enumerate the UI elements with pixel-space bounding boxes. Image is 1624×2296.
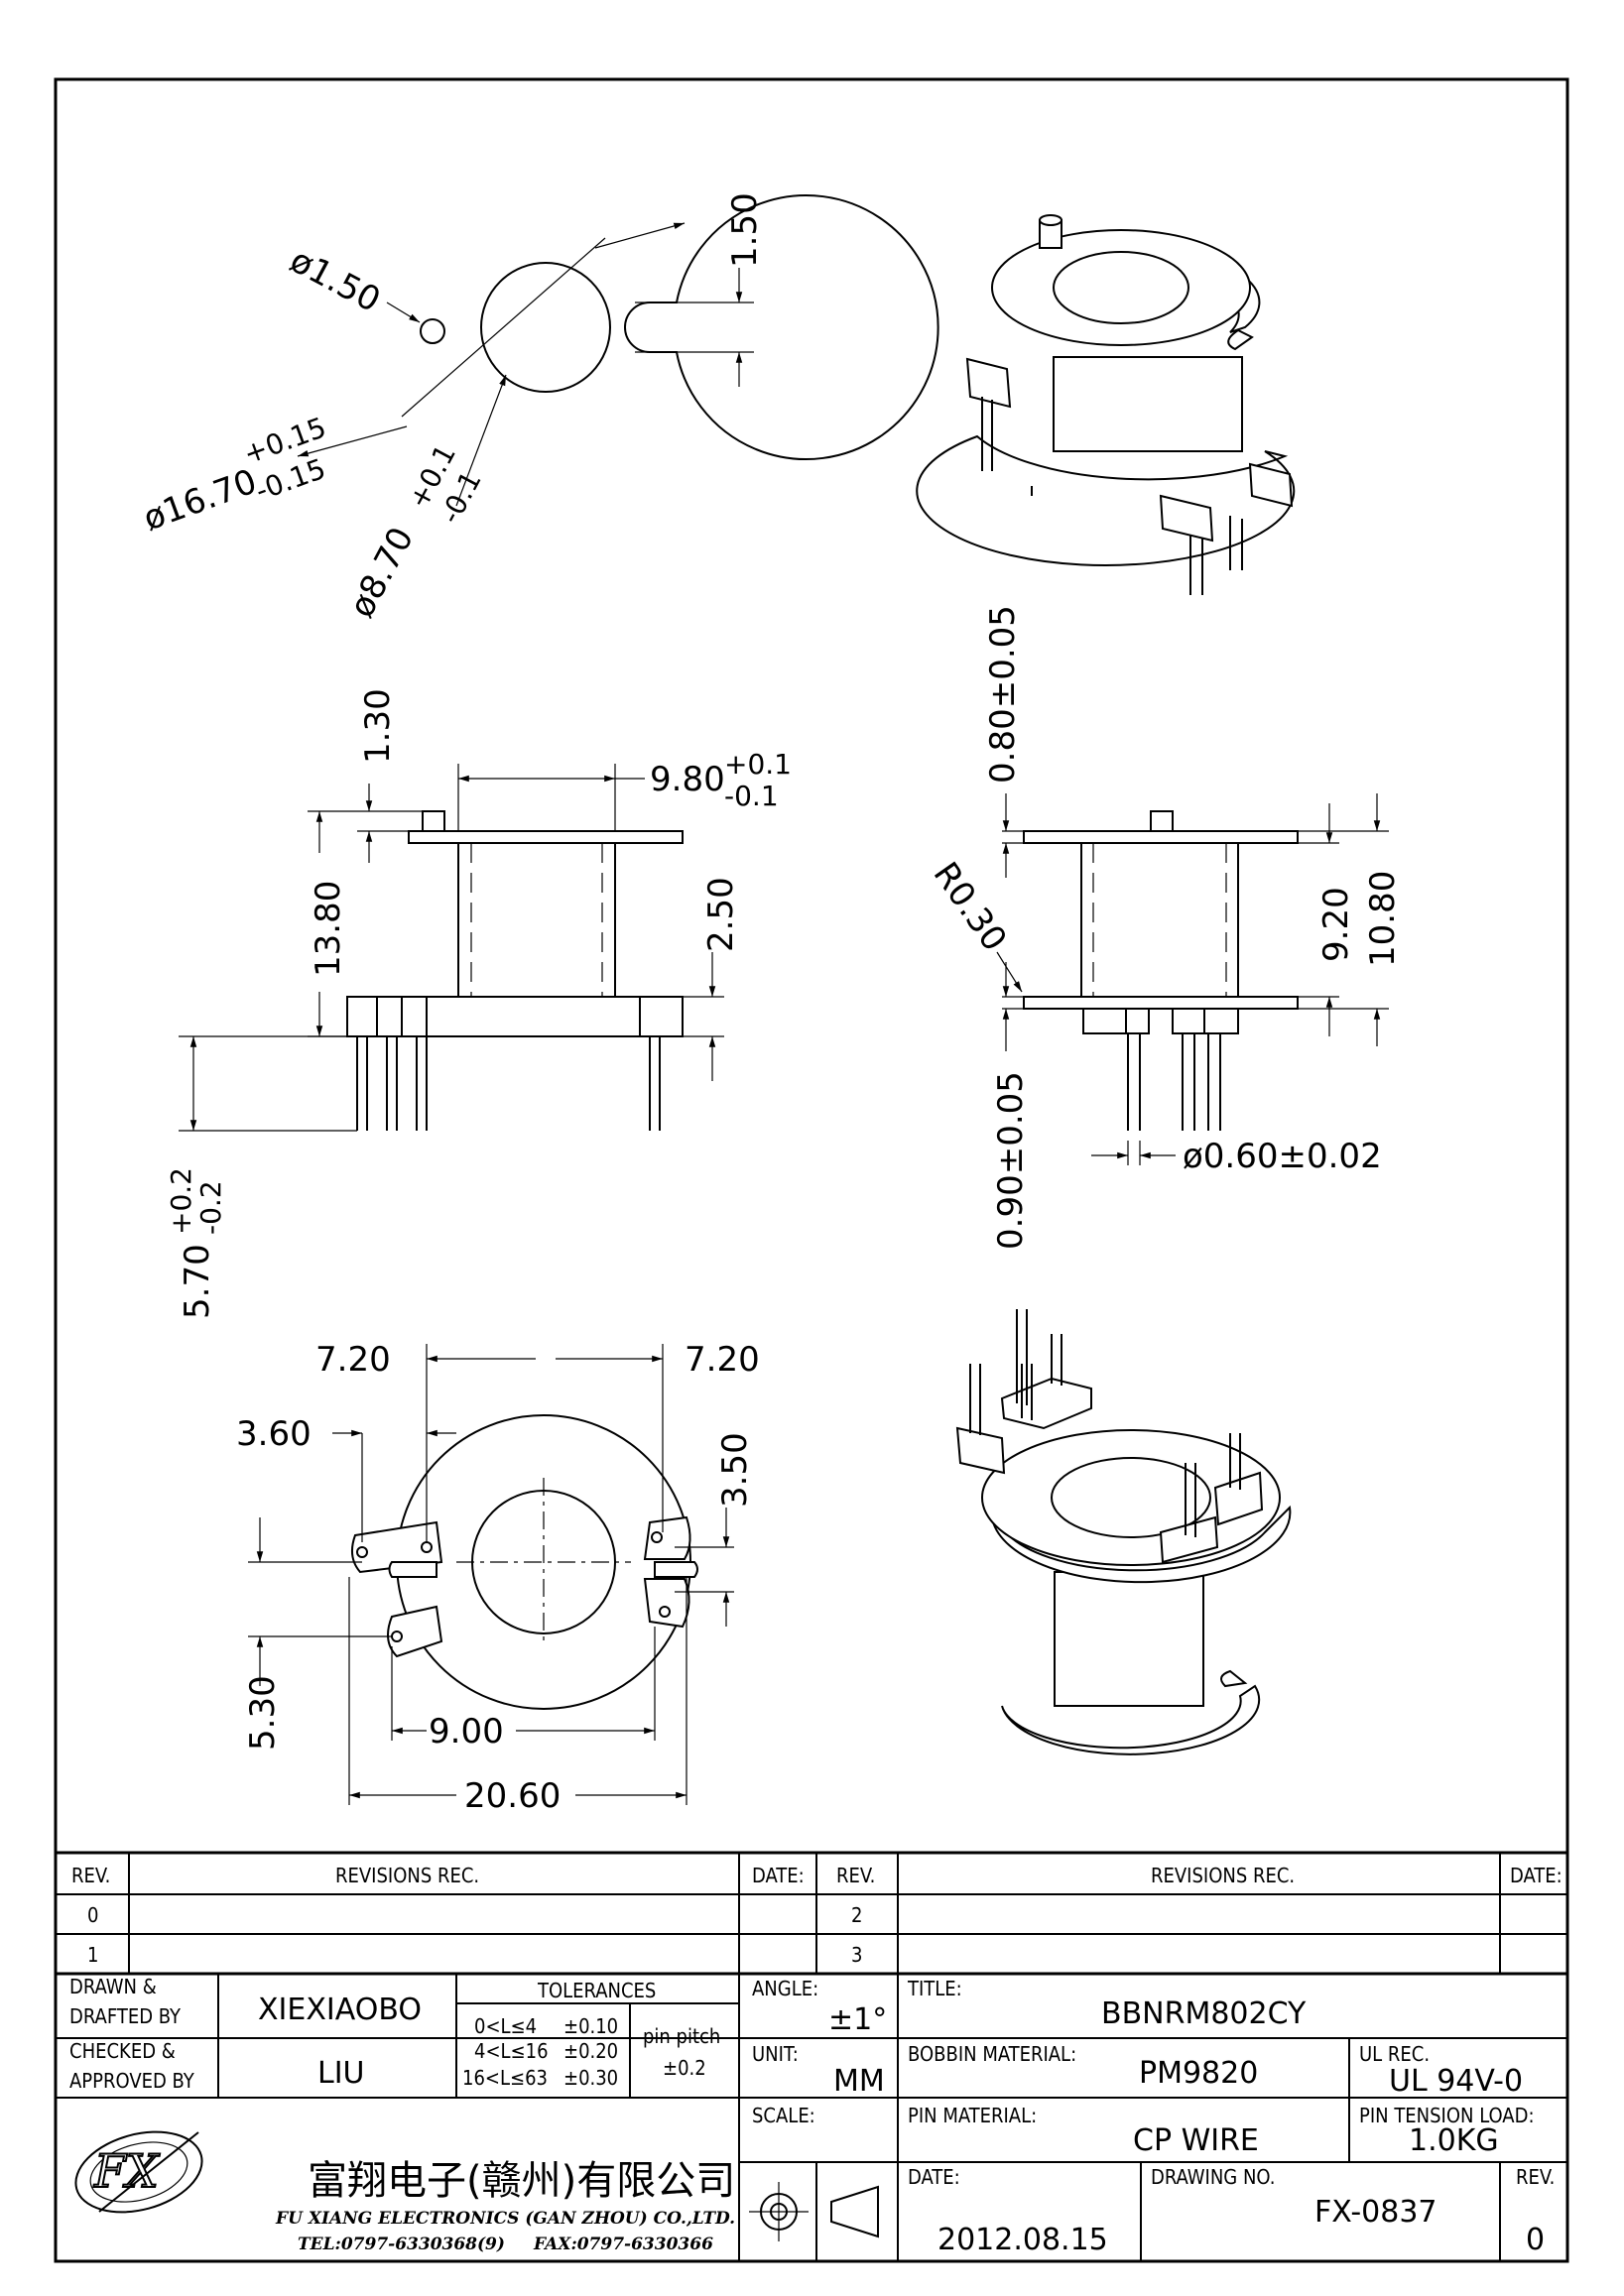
company-tel: TEL:0797-6330368(9) — [298, 2235, 505, 2254]
dim-right-offset: 7.20 — [685, 1340, 760, 1380]
dim-base-height: 2.50 — [701, 877, 741, 952]
dim-core-tol-upper: +0.1 — [724, 748, 792, 781]
tol-range-2: 4<L≤16 — [474, 2039, 549, 2063]
dim-bottom-flange: 0.90±0.05 — [991, 1071, 1031, 1250]
company-name-en: FU XIANG ELECTRONICS (GAN ZHOU) CO.,LTD. — [275, 2209, 735, 2229]
revisions-header-right: REVISIONS REC. — [1151, 1864, 1295, 1887]
ul-rec-label: UL REC. — [1359, 2042, 1430, 2066]
dim-slot-offset: 3.50 — [715, 1432, 755, 1508]
rev-row-3: 3 — [851, 1943, 862, 1967]
dim-hole-dia: ø1.50 — [284, 241, 387, 321]
side-view: 0.80±0.05 R0.30 9.20 10.80 0.90±0.05 ø0.… — [926, 605, 1403, 1250]
tol-value-1: ±0.10 — [563, 2014, 618, 2038]
dim-pin-spacing: 9.00 — [429, 1712, 504, 1752]
drawing-no-label: DRAWING NO. — [1151, 2165, 1276, 2189]
tol-value-3: ±0.30 — [563, 2066, 618, 2090]
bottom-view: 7.20 7.20 3.60 3.50 5.30 9.00 20.60 — [236, 1340, 760, 1816]
dim-overall-height: 13.80 — [309, 881, 348, 977]
top-view: ø1.50 1.50 ø16.70 +0.15 -0.15 ø8.70 +0.1… — [138, 192, 939, 624]
dim-winding-height: 9.20 — [1316, 887, 1356, 962]
isometric-view-bottom — [955, 1309, 1292, 1755]
date-label: DATE: — [908, 2165, 960, 2189]
pin-pitch-label: pin pitch — [643, 2024, 720, 2048]
angle-value: ±1° — [828, 2002, 887, 2037]
dim-left-offset: 7.20 — [315, 1340, 391, 1380]
bobbin-material-label: BOBBIN MATERIAL: — [908, 2042, 1076, 2066]
dim-core-length: 9.80 — [650, 760, 725, 799]
bobbin-material-value: PM9820 — [1139, 2056, 1258, 2091]
tolerances-label: TOLERANCES — [537, 1979, 656, 2002]
isometric-view-top — [916, 214, 1296, 595]
pin-material-value: CP WIRE — [1133, 2123, 1259, 2158]
rev-row-0: 0 — [87, 1903, 98, 1927]
rev-row-1: 1 — [87, 1943, 98, 1967]
dim-overall-width: 20.60 — [464, 1776, 561, 1816]
rev-value: 0 — [1526, 2223, 1545, 2257]
drawn-by: XIEXIAOBO — [258, 1993, 422, 2027]
dim-radius: R0.30 — [926, 855, 1015, 958]
unit-value: MM — [833, 2064, 885, 2099]
date-value: 2012.08.15 — [937, 2223, 1108, 2257]
tol-range-3: 16<L≤63 — [462, 2066, 548, 2090]
dim-pin-length: 5.70 — [178, 1244, 217, 1319]
pin-material-label: PIN MATERIAL: — [908, 2104, 1037, 2127]
company-logo-icon: FX — [74, 2130, 203, 2214]
checked-by: LIU — [317, 2056, 365, 2091]
rev-header-left: REV. — [71, 1864, 110, 1887]
drawing-no-value: FX-0837 — [1314, 2195, 1437, 2230]
dim-row-spacing: 5.30 — [243, 1675, 283, 1751]
company-fax: FAX:0797-6330366 — [533, 2235, 713, 2254]
dim-flange-height: 1.30 — [358, 688, 398, 764]
projection-symbol-icon — [749, 2182, 879, 2241]
pin-pitch-value: ±0.2 — [663, 2056, 706, 2080]
dim-slot-width: 1.50 — [725, 192, 765, 268]
tol-range-1: 0<L≤4 — [474, 2014, 537, 2038]
drawn-label-2: DRAFTED BY — [69, 2004, 182, 2028]
dim-outer-dia: ø16.70 — [138, 461, 262, 539]
dim-inner-dia: ø8.70 — [342, 521, 423, 624]
dim-top-flange: 0.80±0.05 — [983, 605, 1023, 784]
sheet-border — [54, 77, 1569, 2263]
dim-pin-dia: ø0.60±0.02 — [1183, 1137, 1382, 1176]
angle-label: ANGLE: — [752, 1977, 818, 2000]
revisions-header-left: REVISIONS REC. — [335, 1864, 479, 1887]
dim-pin-tol-upper: +0.2 — [165, 1167, 197, 1235]
dim-core-tol-lower: -0.1 — [724, 780, 779, 812]
pin-tension-label: PIN TENSION LOAD: — [1359, 2104, 1535, 2127]
rev-row-2: 2 — [851, 1903, 862, 1927]
checked-label-2: APPROVED BY — [69, 2069, 195, 2093]
title-block: DRAWN & DRAFTED BY XIEXIAOBO CHECKED & A… — [56, 1974, 1567, 2261]
revision-table: REV. REVISIONS REC. DATE: REV. REVISIONS… — [56, 1851, 1567, 1976]
company-name-cn: 富翔电子(赣州)有限公司 — [308, 2158, 735, 2204]
scale-label: SCALE: — [752, 2104, 815, 2127]
checked-label-1: CHECKED & — [69, 2039, 176, 2063]
ul-rec-value: UL 94V-0 — [1389, 2064, 1523, 2099]
title-value: BBNRM802CY — [1101, 1996, 1307, 2031]
dim-pin-offset: 3.60 — [236, 1414, 312, 1454]
drawn-label-1: DRAWN & — [69, 1975, 157, 1998]
rev-label: REV. — [1516, 2165, 1555, 2189]
dim-pin-tol-lower: -0.2 — [194, 1180, 227, 1235]
tol-value-2: ±0.20 — [563, 2039, 618, 2063]
date-header-right: DATE: — [1510, 1864, 1562, 1887]
pin-tension-value: 1.0KG — [1409, 2123, 1499, 2158]
front-view: 1.30 9.80 +0.1 -0.1 13.80 2.50 5.70 +0.2… — [165, 688, 792, 1319]
unit-label: UNIT: — [752, 2042, 799, 2066]
rev-header-right: REV. — [836, 1864, 875, 1887]
date-header-left: DATE: — [752, 1864, 805, 1887]
title-label: TITLE: — [907, 1977, 962, 2000]
dim-flange-span: 10.80 — [1363, 871, 1403, 967]
